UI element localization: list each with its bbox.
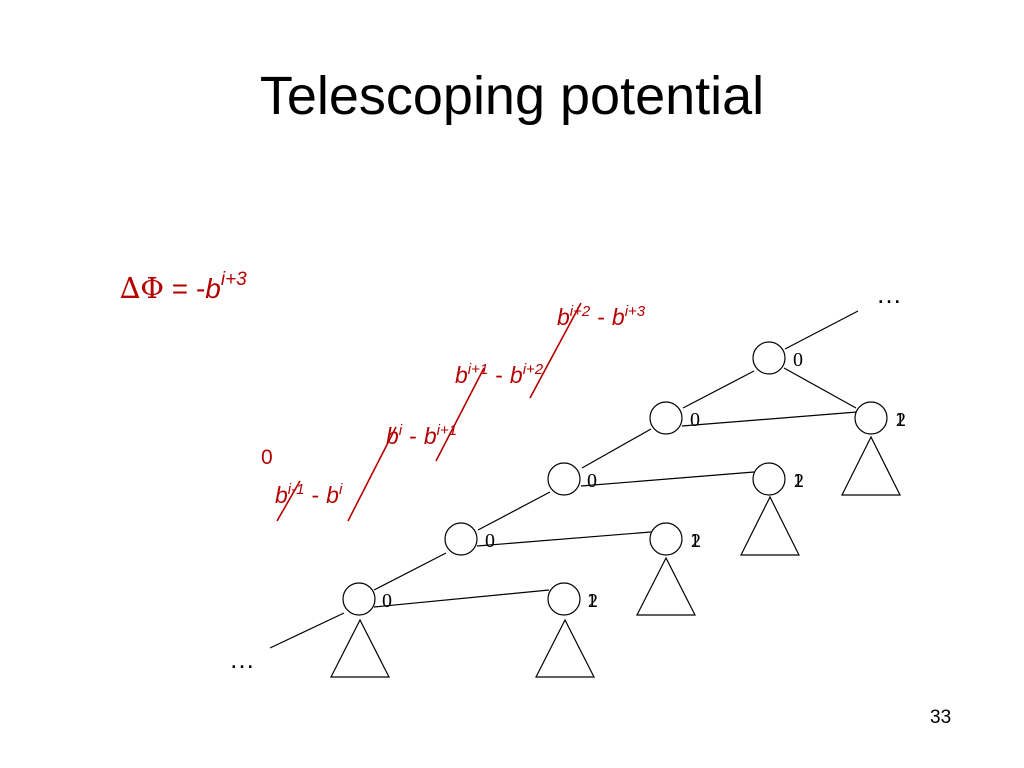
spine-node	[342, 582, 376, 616]
spine-node	[547, 462, 581, 496]
term-minus: -	[495, 362, 503, 388]
tree-edge	[476, 531, 652, 547]
strike-line	[347, 426, 397, 522]
equation-b: b	[205, 273, 221, 304]
spine-node	[649, 401, 683, 435]
equation-exponent: i+3	[220, 269, 247, 290]
node-label: 0	[485, 530, 495, 552]
node-label: 1	[895, 409, 905, 431]
tree-edge	[580, 471, 755, 487]
ellipsis-bottom-left: …	[229, 644, 255, 674]
term-exponent: i+1	[436, 422, 458, 439]
subtree-triangle	[330, 618, 390, 678]
spine-edge	[373, 552, 447, 591]
term-minus: -	[409, 423, 417, 449]
delta-phi-symbol: ∆Φ	[120, 271, 165, 305]
term-minus: -	[311, 482, 320, 508]
strike-line	[276, 480, 301, 522]
term-exponent: i+3	[624, 303, 646, 320]
spine-edge	[269, 612, 345, 649]
node-label-overstrike: 2	[691, 530, 701, 552]
term-exponent: i-1	[287, 481, 305, 498]
spine-edge	[784, 310, 859, 350]
zero-annotation: 0	[261, 446, 273, 469]
term-level-2: bi-bi+1	[386, 421, 457, 451]
right-child-node	[649, 522, 683, 556]
term-minus: -	[597, 304, 605, 330]
node-label: 1	[690, 530, 700, 552]
node-label-overstrike: 2	[896, 409, 906, 431]
spine-edge	[581, 428, 652, 469]
term-b: b	[275, 482, 288, 508]
ellipsis-top-right: …	[876, 279, 902, 309]
node-label-overstrike: 2	[588, 590, 598, 612]
term-b: b	[557, 304, 570, 330]
spine-edge	[682, 370, 755, 409]
term-b: b	[423, 423, 437, 449]
equation-equals: = -	[164, 273, 206, 304]
right-child-node	[752, 462, 786, 496]
strike-line	[529, 302, 582, 399]
spine-node	[752, 341, 786, 375]
node-label-overstrike: 2	[794, 470, 804, 492]
term-b: b	[509, 362, 523, 388]
right-child-node	[547, 582, 581, 616]
term-b: b	[611, 304, 625, 330]
page-number: 33	[930, 707, 952, 728]
node-label: 0	[690, 409, 700, 431]
slide-title: Telescoping potential	[259, 66, 765, 126]
term-level-4: bi+2-bi+3	[557, 302, 645, 332]
term-b: b	[326, 482, 339, 508]
term-exponent: i	[338, 481, 343, 498]
subtree-triangle	[740, 495, 800, 556]
tree-edge	[373, 589, 550, 608]
strike-line	[435, 367, 485, 462]
term-exponent: i+2	[522, 361, 544, 378]
subtree-triangle	[841, 435, 901, 496]
node-label: 0	[793, 349, 803, 371]
node-label: 1	[793, 470, 803, 492]
node-label: 0	[587, 470, 597, 492]
subtree-triangle	[535, 618, 595, 678]
term-level-1: bi-1-bi	[275, 480, 342, 510]
term-exponent: i	[398, 422, 403, 439]
node-label: 1	[587, 590, 597, 612]
term-exponent: i+1	[467, 361, 489, 378]
tree-edge	[783, 367, 857, 409]
node-label: 0	[382, 590, 392, 612]
spine-node	[444, 522, 478, 556]
potential-change-equation: ∆Φ = -bi+3	[120, 268, 247, 309]
subtree-triangle	[636, 556, 696, 616]
term-b: b	[455, 362, 468, 388]
spine-edge	[477, 491, 551, 531]
tree-edge	[681, 411, 858, 427]
right-child-node	[854, 401, 888, 435]
term-level-3: bi+1-bi+2	[455, 360, 543, 390]
